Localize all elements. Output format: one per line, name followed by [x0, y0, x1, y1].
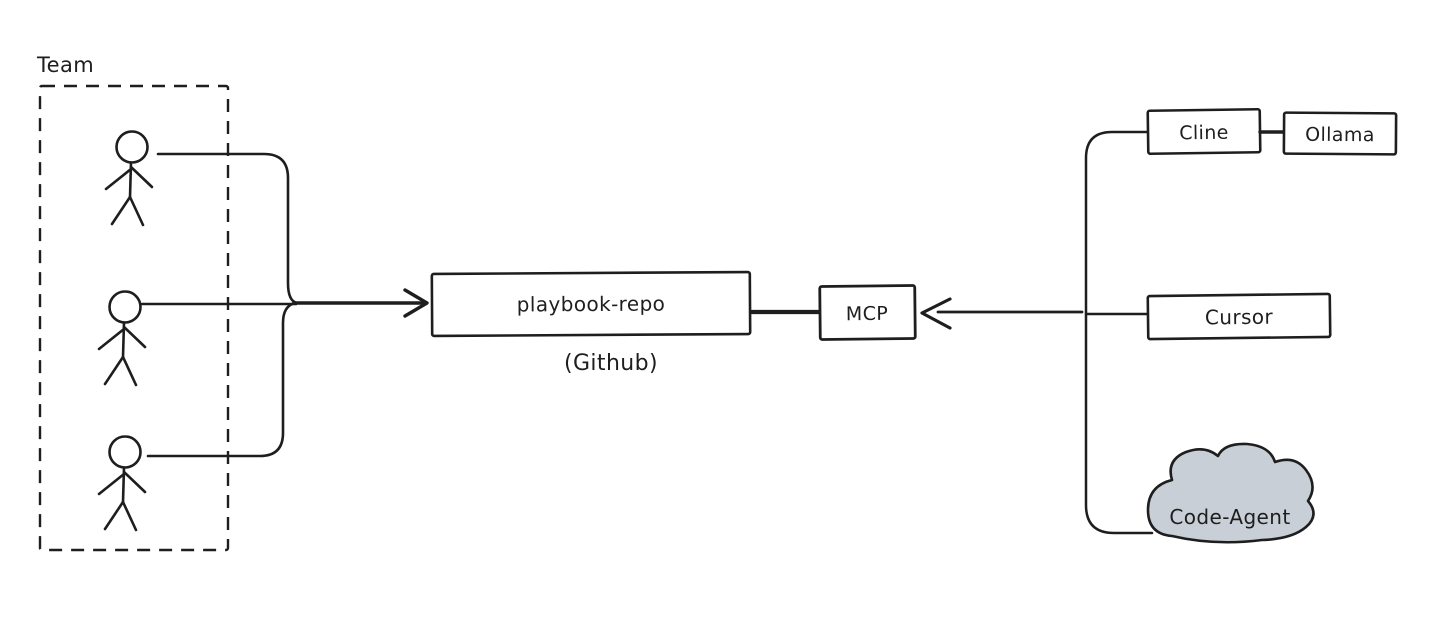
person-icon [97, 435, 147, 532]
team-label: Team [36, 53, 94, 77]
bracket-spine [1084, 130, 1154, 535]
cursor-node-label: Cursor [1205, 305, 1274, 330]
clients-bracket [1084, 130, 1154, 535]
repo-box [430, 270, 752, 338]
mcp-box [818, 284, 917, 341]
person-icon [97, 290, 147, 387]
person-icon [104, 130, 154, 227]
cursor-node: Cursor [1146, 292, 1332, 341]
code-agent-node-label: Code-Agent [1169, 505, 1290, 529]
mcp-node: MCP [818, 284, 917, 341]
ollama-node-label: Ollama [1305, 124, 1375, 146]
ollama-box [1282, 111, 1398, 156]
repo-node-label: playbook-repo [517, 292, 666, 317]
arrowhead-right-icon [403, 288, 429, 318]
cloud-shape [1146, 442, 1315, 544]
team-dashed-container [38, 84, 230, 552]
cline-node-label: Cline [1179, 122, 1229, 145]
connector-person3 [146, 301, 297, 458]
repo-node: playbook-repo [430, 270, 752, 338]
team-to-repo-connectors [140, 152, 299, 458]
repo-sublabel: (Github) [564, 351, 658, 376]
cline-node: Cline [1146, 107, 1262, 156]
connector-person1 [156, 152, 299, 305]
code-agent-node: Code-Agent [1146, 442, 1315, 544]
cursor-box [1146, 292, 1332, 341]
arrowhead-left-icon [920, 297, 952, 330]
ollama-node: Ollama [1282, 111, 1398, 156]
mcp-node-label: MCP [846, 303, 889, 325]
